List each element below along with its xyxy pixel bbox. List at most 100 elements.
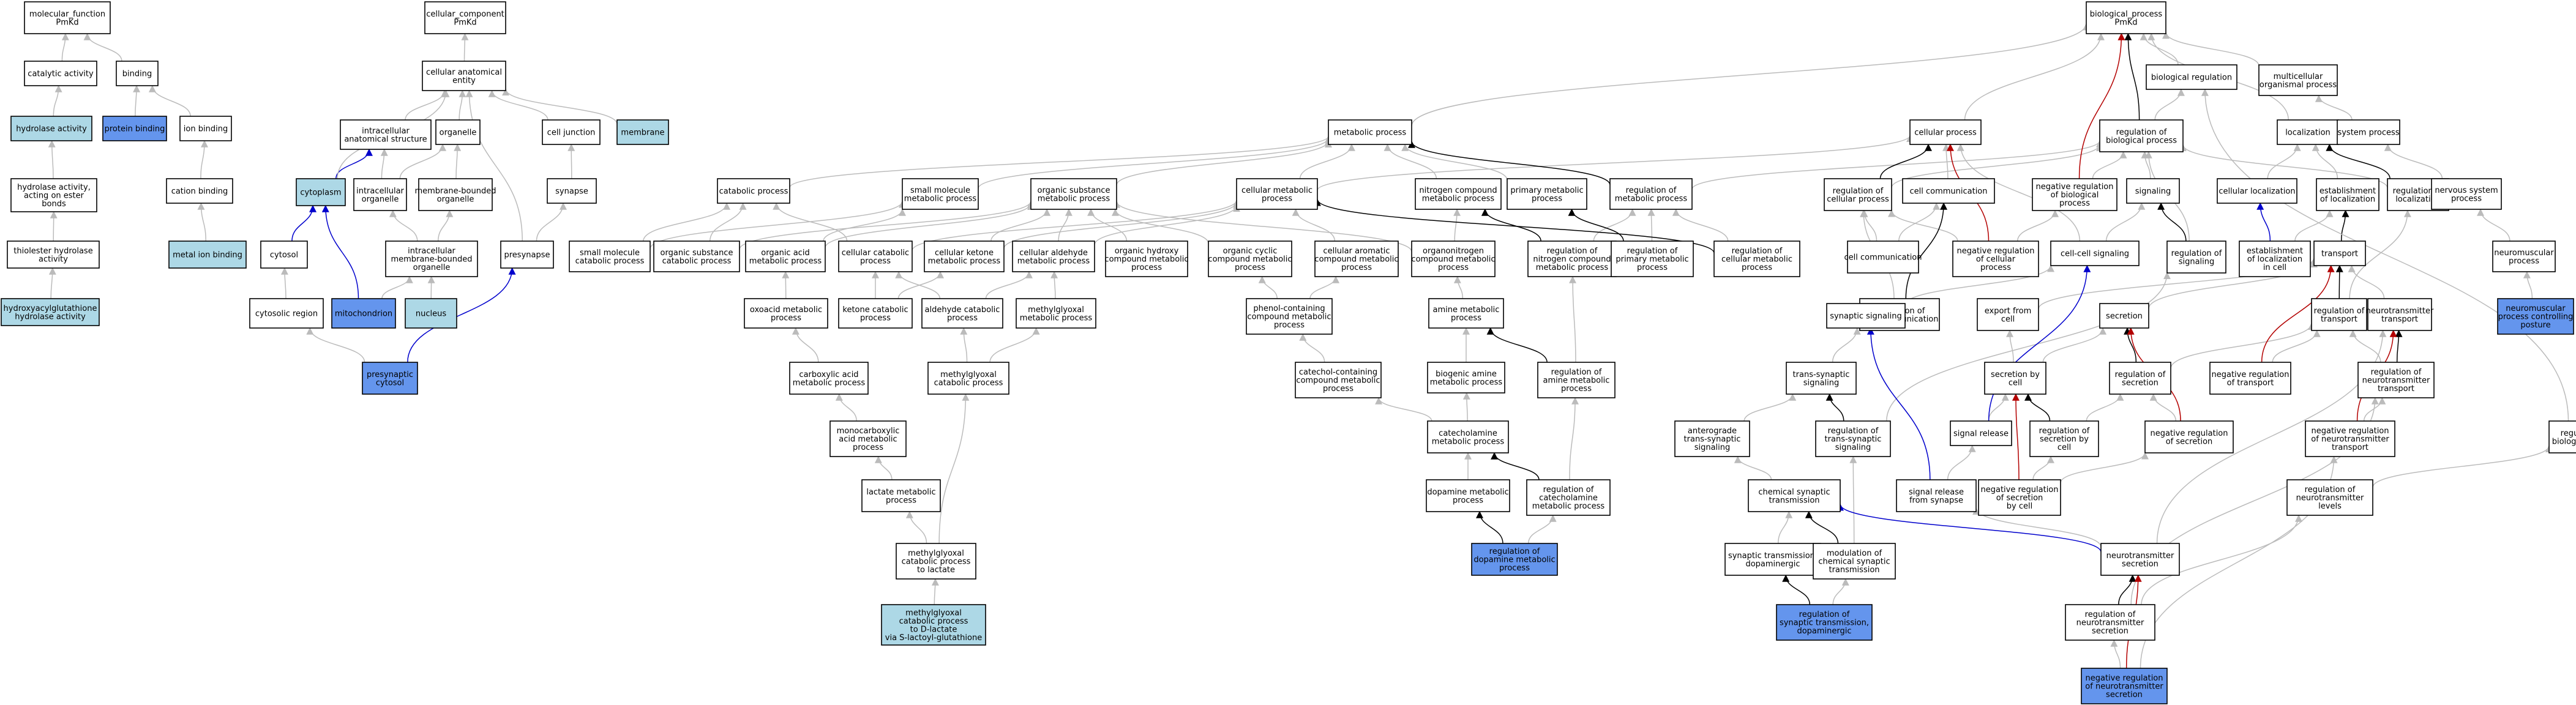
- go-term-node-loc[interactable]: localization: [2277, 119, 2339, 145]
- go-term-node-cyto[interactable]: cytoplasm: [296, 178, 346, 206]
- go-term-node-cj[interactable]: cell junction: [542, 119, 601, 145]
- go-term-node-trans[interactable]: transport: [2313, 241, 2366, 266]
- go-term-node-mem[interactable]: membrane: [616, 119, 669, 145]
- go-term-node-presyn[interactable]: presynapse: [500, 241, 554, 269]
- go-term-node-cloc[interactable]: cellular localization: [2217, 178, 2297, 204]
- go-term-node-prot[interactable]: protein binding: [102, 116, 167, 141]
- go-term-node-ccom2[interactable]: cell communication: [1844, 241, 1922, 274]
- go-term-node-ion[interactable]: ion binding: [179, 116, 232, 141]
- go-term-node-sysp[interactable]: system process: [2337, 119, 2400, 145]
- go-term-node-cation[interactable]: cation binding: [166, 178, 233, 204]
- go-term-node-std[interactable]: synaptic transmission,dopaminergic: [1724, 543, 1821, 576]
- go-term-node-syn[interactable]: synapse: [547, 178, 597, 204]
- go-term-node-cr[interactable]: cytosolic region: [249, 298, 324, 329]
- go-term-node-sig[interactable]: signaling: [2126, 178, 2180, 204]
- go-term-node-cytosol[interactable]: cytosol: [260, 241, 308, 269]
- go-term-node-metal[interactable]: metal ion binding: [168, 241, 247, 269]
- go-term-node-mito[interactable]: mitochondrion: [331, 298, 396, 329]
- go-term-node-sigrel[interactable]: signal release: [1950, 420, 2012, 446]
- go-term-node-ccsig[interactable]: cell-cell signaling: [2050, 241, 2140, 266]
- go-term-node-cp[interactable]: cellular process: [1909, 119, 1982, 145]
- go-term-node-catp[interactable]: catabolic process: [717, 178, 790, 204]
- go-term-node-cat[interactable]: catalytic activity: [24, 61, 97, 86]
- go-term-node-nuc[interactable]: nucleus: [405, 298, 457, 329]
- go-term-node-mp[interactable]: metabolic process: [1328, 119, 1412, 145]
- go-term-node-synsig[interactable]: synaptic signaling: [1826, 303, 1906, 329]
- go-term-node-breg[interactable]: biological regulation: [2146, 64, 2237, 90]
